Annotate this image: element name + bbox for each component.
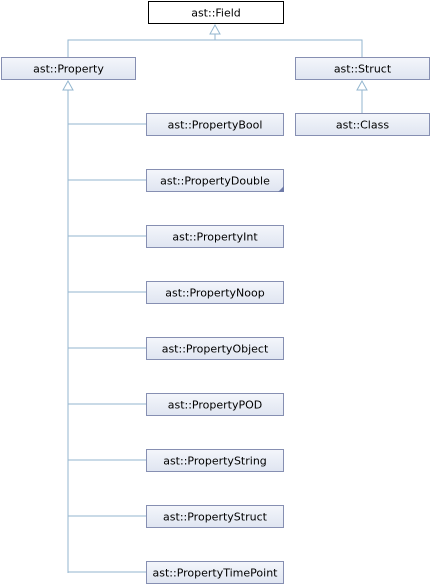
node-property-pod-label: ast::PropertyPOD xyxy=(168,399,263,412)
arrow-field xyxy=(209,23,221,35)
node-struct[interactable]: ast::Struct xyxy=(295,57,430,80)
node-field-label: ast::Field xyxy=(191,7,241,20)
node-property-string-label: ast::PropertyString xyxy=(163,455,267,468)
node-property-object-label: ast::PropertyObject xyxy=(162,343,269,356)
arrow-property xyxy=(62,79,74,91)
node-property-timepoint[interactable]: ast::PropertyTimePoint xyxy=(146,561,284,584)
node-property-noop[interactable]: ast::PropertyNoop xyxy=(146,281,284,304)
node-property-bool[interactable]: ast::PropertyBool xyxy=(146,113,284,136)
node-property-double[interactable]: ast::PropertyDouble xyxy=(146,169,285,193)
node-field[interactable]: ast::Field xyxy=(148,1,284,24)
node-class[interactable]: ast::Class xyxy=(295,113,430,136)
node-class-label: ast::Class xyxy=(336,119,389,132)
node-property-int-label: ast::PropertyInt xyxy=(172,231,258,244)
node-property-double-label: ast::PropertyDouble xyxy=(160,175,270,188)
node-property-struct-label: ast::PropertyStruct xyxy=(163,511,268,524)
node-property[interactable]: ast::Property xyxy=(1,57,136,80)
node-property-object[interactable]: ast::PropertyObject xyxy=(146,337,284,360)
more-indicator-icon xyxy=(278,186,284,192)
node-property-pod[interactable]: ast::PropertyPOD xyxy=(146,393,284,416)
node-property-noop-label: ast::PropertyNoop xyxy=(165,287,264,300)
edges xyxy=(62,23,368,573)
node-property-string[interactable]: ast::PropertyString xyxy=(146,449,284,472)
node-struct-label: ast::Struct xyxy=(334,63,392,76)
edge-field-property xyxy=(67,26,216,57)
node-property-label: ast::Property xyxy=(33,63,104,76)
edge-field-struct xyxy=(215,39,363,57)
node-property-timepoint-label: ast::PropertyTimePoint xyxy=(153,567,279,580)
arrow-struct xyxy=(356,79,368,91)
node-property-struct[interactable]: ast::PropertyStruct xyxy=(146,505,284,528)
node-property-int[interactable]: ast::PropertyInt xyxy=(146,225,284,248)
node-property-bool-label: ast::PropertyBool xyxy=(168,119,263,132)
